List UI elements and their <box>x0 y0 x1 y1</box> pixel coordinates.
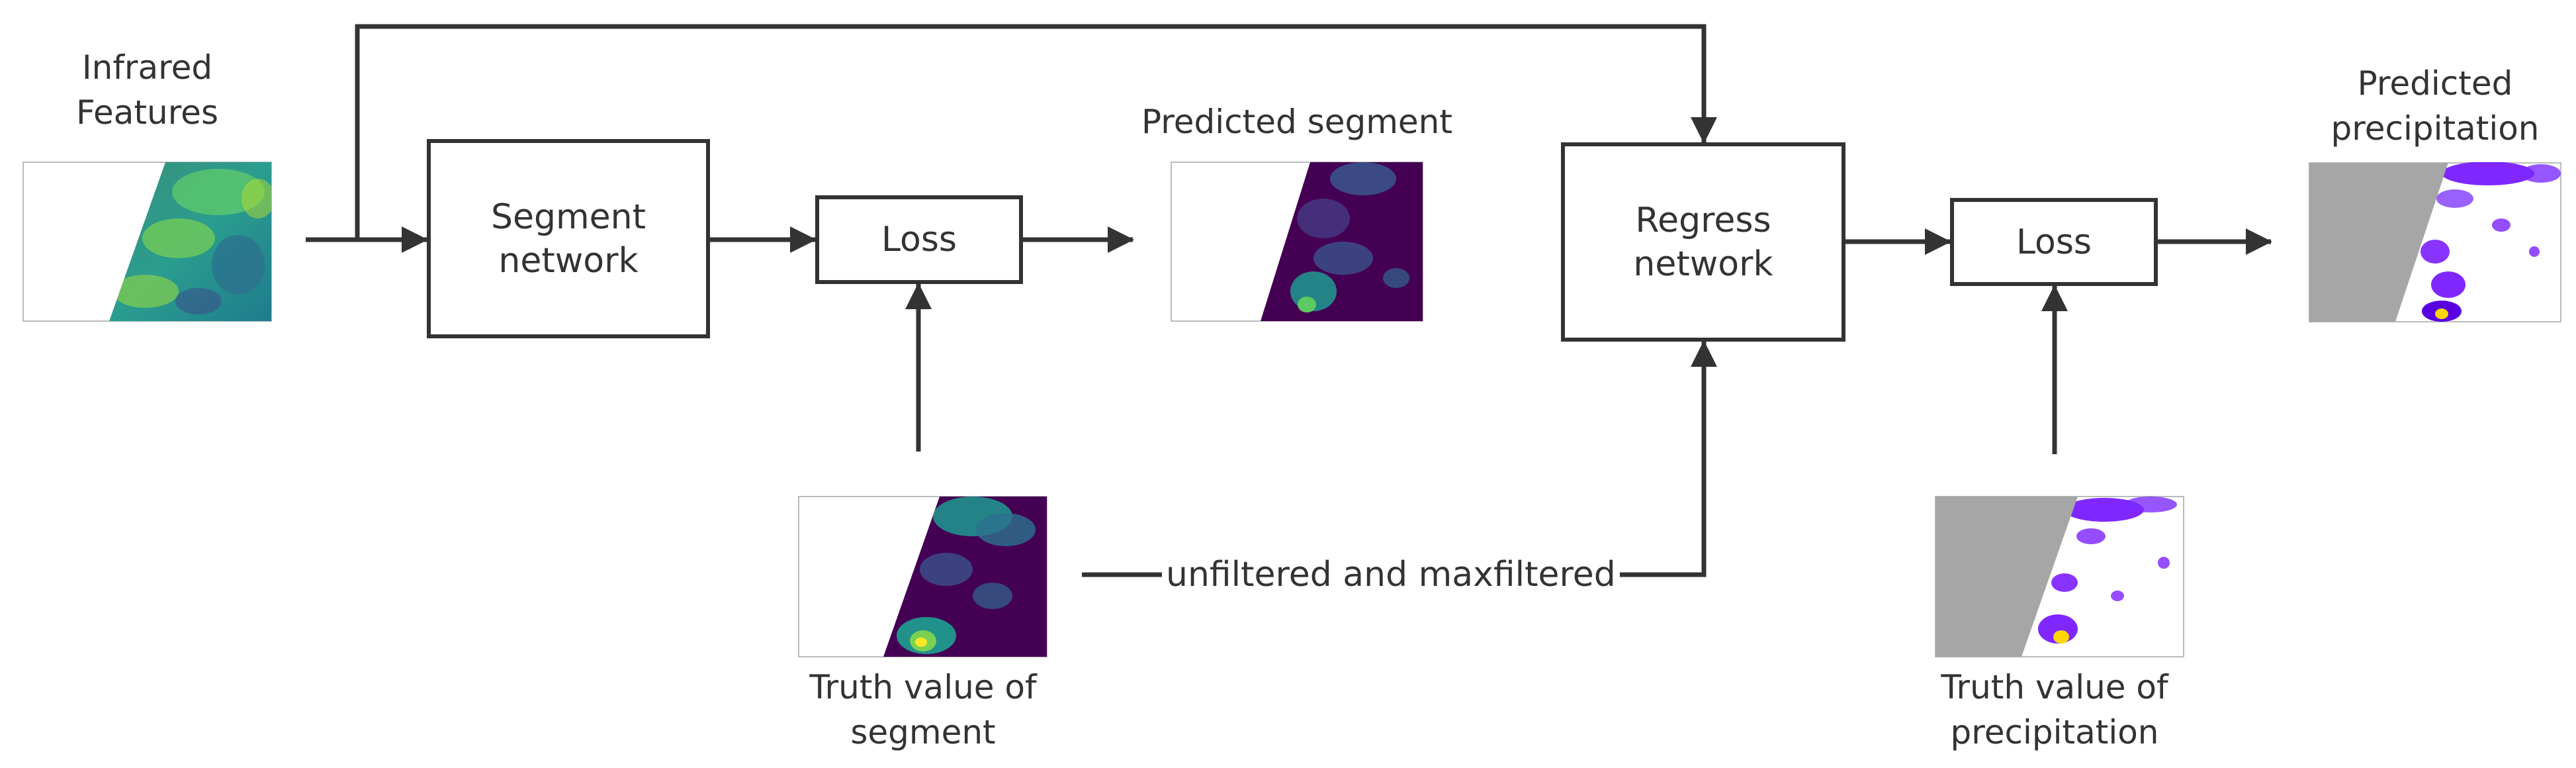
loss-box-1 <box>815 195 1023 284</box>
segment-network-text: Segment network <box>491 197 646 281</box>
truth-segment-image <box>798 496 1047 657</box>
truth-precipitation-image <box>1935 496 2184 657</box>
predicted-segment-label: Predicted segment <box>1141 103 1452 141</box>
loss-text-2: Loss <box>2016 222 2092 262</box>
segment-network-label: Segment network <box>429 141 708 336</box>
loss-box-2 <box>1950 198 2158 286</box>
segment-network-box <box>427 139 710 338</box>
regress-network-text: Regress network <box>1633 200 1773 284</box>
predicted-segment-image <box>1171 162 1423 322</box>
loss-label-2: Loss <box>1952 200 2156 284</box>
predicted-precipitation-image <box>2309 162 2561 322</box>
loss-label-1: Loss <box>817 197 1021 282</box>
arrow-skip-to-regress <box>355 24 1717 240</box>
arrow-truth-to-regress <box>1082 340 1717 577</box>
regress-network-box <box>1561 142 1845 342</box>
infrared-features-image <box>22 162 272 322</box>
infrared-features-label: Infrared Features <box>76 48 218 132</box>
truth-segment-label: Truth value of segment <box>809 668 1037 751</box>
truth-precipitation-label: Truth value of precipitation <box>1941 668 2168 751</box>
filter-label: unfiltered and maxfiltered <box>1162 553 1620 597</box>
loss-text-1: Loss <box>881 220 957 260</box>
predicted-precipitation-label: Predicted precipitation <box>2331 64 2540 148</box>
regress-network-label: Regress network <box>1563 144 1843 340</box>
